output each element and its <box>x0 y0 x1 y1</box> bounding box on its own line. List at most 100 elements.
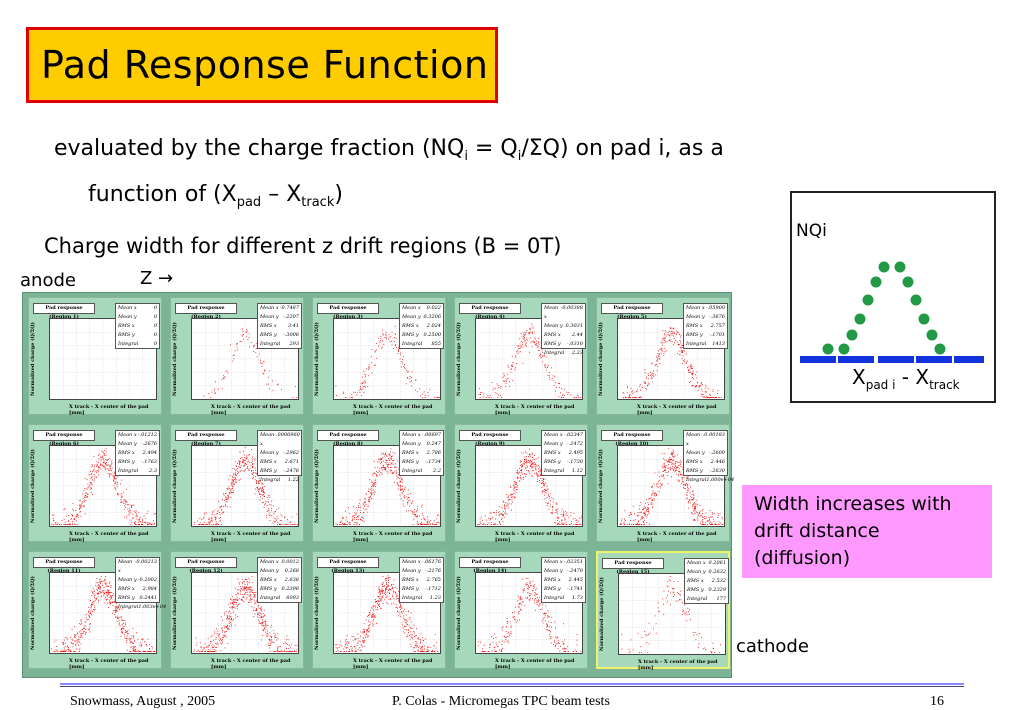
scatter-point <box>428 650 429 651</box>
scatter-point <box>528 587 529 588</box>
scatter-point <box>396 599 397 600</box>
stat-value: 0 <box>154 322 157 331</box>
y-axis-label: Normalized charge (Q/ΣQ) <box>30 447 40 525</box>
scatter-point <box>354 515 355 516</box>
scatter-point <box>232 606 233 607</box>
scatter-point <box>198 524 199 525</box>
stat-name: RMS x <box>402 576 419 585</box>
scatter-point <box>671 459 672 460</box>
scatter-point <box>515 356 516 357</box>
stat-value: -.02347 <box>564 431 583 440</box>
scatter-point <box>701 383 702 384</box>
scatter-point <box>134 646 135 647</box>
scatter-point <box>668 472 669 473</box>
scatter-point <box>77 633 78 634</box>
scatter-point <box>565 511 566 512</box>
scatter-point <box>132 628 133 629</box>
scatter-point <box>343 392 344 393</box>
scatter-point <box>366 504 367 505</box>
scatter-point <box>100 581 101 582</box>
scatter-point <box>664 460 665 461</box>
scatter-point <box>525 451 526 452</box>
scatter-point <box>647 509 648 510</box>
scatter-point <box>79 649 80 650</box>
scatter-point <box>233 607 234 608</box>
scatter-point <box>656 495 657 496</box>
stats-row: RMS y-.1712 <box>402 585 443 594</box>
scatter-point <box>408 510 409 511</box>
scatter-point <box>235 588 236 589</box>
scatter-point <box>669 331 670 332</box>
scatter-point <box>213 511 214 512</box>
scatter-point <box>227 370 228 371</box>
scatter-point <box>107 599 108 600</box>
scatter-point <box>541 483 542 484</box>
scatter-point <box>403 627 404 628</box>
scatter-point <box>232 603 233 604</box>
scatter-point <box>235 602 236 603</box>
scatter-point <box>627 524 628 525</box>
scatter-point <box>400 359 401 360</box>
scatter-point <box>229 626 230 627</box>
scatter-point <box>264 507 265 508</box>
scatter-point <box>368 615 369 616</box>
scatter-point <box>103 453 104 454</box>
scatter-point <box>378 345 379 346</box>
scatter-point <box>427 523 428 524</box>
scatter-point <box>533 328 534 329</box>
scatter-point <box>677 454 678 455</box>
scatter-point <box>348 507 349 508</box>
scatter-point <box>242 583 243 584</box>
scatter-point <box>412 503 413 504</box>
y-axis-label: Normalized charge (Q/ΣQ) <box>314 320 324 398</box>
scatter-point <box>679 334 680 335</box>
scatter-point <box>680 464 681 465</box>
scatter-point <box>659 472 660 473</box>
scatter-point <box>521 452 522 453</box>
scatter-point <box>250 598 251 599</box>
scatter-point <box>525 334 526 335</box>
scatter-point <box>253 467 254 468</box>
scatter-point <box>372 623 373 624</box>
scatter-point <box>390 455 391 456</box>
scatter-point <box>141 644 142 645</box>
scatter-point <box>135 649 136 650</box>
scatter-point <box>262 363 263 364</box>
scatter-point <box>277 633 278 634</box>
scatter-point <box>411 637 412 638</box>
scatter-point <box>662 345 663 346</box>
scatter-point <box>233 600 234 601</box>
scatter-point <box>505 502 506 503</box>
scatter-point <box>196 637 197 638</box>
scatter-point <box>402 361 403 362</box>
stats-row: Mean y-.2472 <box>544 440 585 449</box>
scatter-point <box>517 485 518 486</box>
scatter-point <box>139 524 140 525</box>
stats-row: Mean x-.00697 <box>402 431 443 440</box>
scatter-point <box>536 458 537 459</box>
scatter-point <box>99 581 100 582</box>
scatter-point <box>145 651 146 652</box>
scatter-point <box>693 373 694 374</box>
scatter-point <box>84 505 85 506</box>
scatter-point <box>548 494 549 495</box>
scatter-point <box>563 643 564 644</box>
scatter-point <box>73 643 74 644</box>
scatter-point <box>710 397 711 398</box>
scatter-point <box>149 651 150 652</box>
scatter-point <box>534 586 535 587</box>
scatter-point <box>720 513 721 514</box>
scatter-point <box>373 486 374 487</box>
scatter-point <box>389 588 390 589</box>
scatter-point <box>243 459 244 460</box>
scatter-point <box>511 625 512 626</box>
scatter-point <box>679 480 680 481</box>
scatter-point <box>495 519 496 520</box>
x-axis-label: X track - X center of the pad [mm] <box>211 658 303 670</box>
scatter-point <box>497 646 498 647</box>
scatter-point <box>127 509 128 510</box>
scatter-point <box>664 342 665 343</box>
scatter-point <box>94 456 95 457</box>
